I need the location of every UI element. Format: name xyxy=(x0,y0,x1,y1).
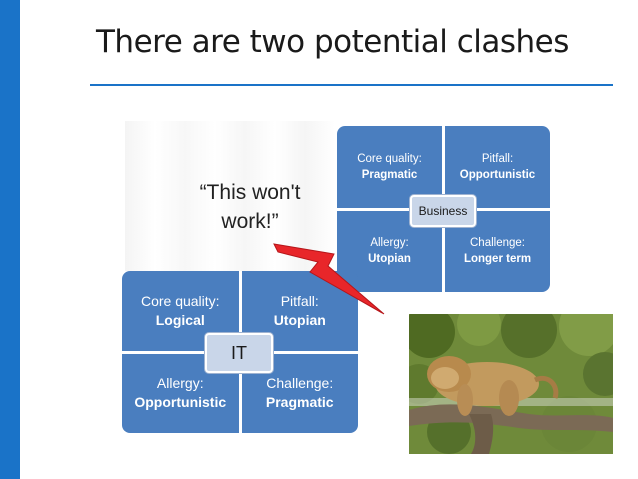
business-pitfall-cell: Pitfall: Opportunistic xyxy=(445,126,550,208)
business-challenge-value: Longer term xyxy=(463,253,532,266)
it-core-quality-value: Logical xyxy=(155,311,205,328)
lightning-bolt-icon xyxy=(273,243,385,315)
it-center-label: IT xyxy=(205,333,273,373)
business-center-label: Business xyxy=(410,195,476,227)
it-quadrant: Core quality: Logical Pitfall: Utopian A… xyxy=(122,271,358,433)
sleeping-lion-in-tree-photo xyxy=(409,314,613,454)
it-pitfall-label: Pitfall: xyxy=(280,292,319,309)
business-core-quality-value: Pragmatic xyxy=(361,168,418,181)
business-challenge-label: Challenge: xyxy=(470,237,525,250)
it-challenge-label: Challenge: xyxy=(266,375,334,392)
it-pitfall-value: Utopian xyxy=(273,311,326,328)
business-core-quality-label: Core quality: xyxy=(357,152,422,165)
business-allergy-label: Allergy: xyxy=(370,237,409,250)
it-allergy-value: Opportunistic xyxy=(134,394,227,411)
business-pitfall-label: Pitfall: xyxy=(481,152,514,165)
business-core-quality-cell: Core quality: Pragmatic xyxy=(337,126,442,208)
slide-title: There are two potential clashes xyxy=(96,24,569,60)
quote-line-1: “This won't xyxy=(199,181,301,204)
it-core-quality-label: Core quality: xyxy=(140,292,220,309)
business-pitfall-value: Opportunistic xyxy=(459,168,536,181)
left-accent-bar xyxy=(0,0,20,479)
it-allergy-label: Allergy: xyxy=(156,375,204,392)
quote-line-2: work!” xyxy=(221,210,279,233)
business-allergy-value: Utopian xyxy=(368,253,411,266)
it-challenge-value: Pragmatic xyxy=(265,394,334,411)
title-underline xyxy=(90,84,613,86)
quote-text: “This won't work!” xyxy=(180,178,320,236)
business-challenge-cell: Challenge: Longer term xyxy=(445,210,550,292)
